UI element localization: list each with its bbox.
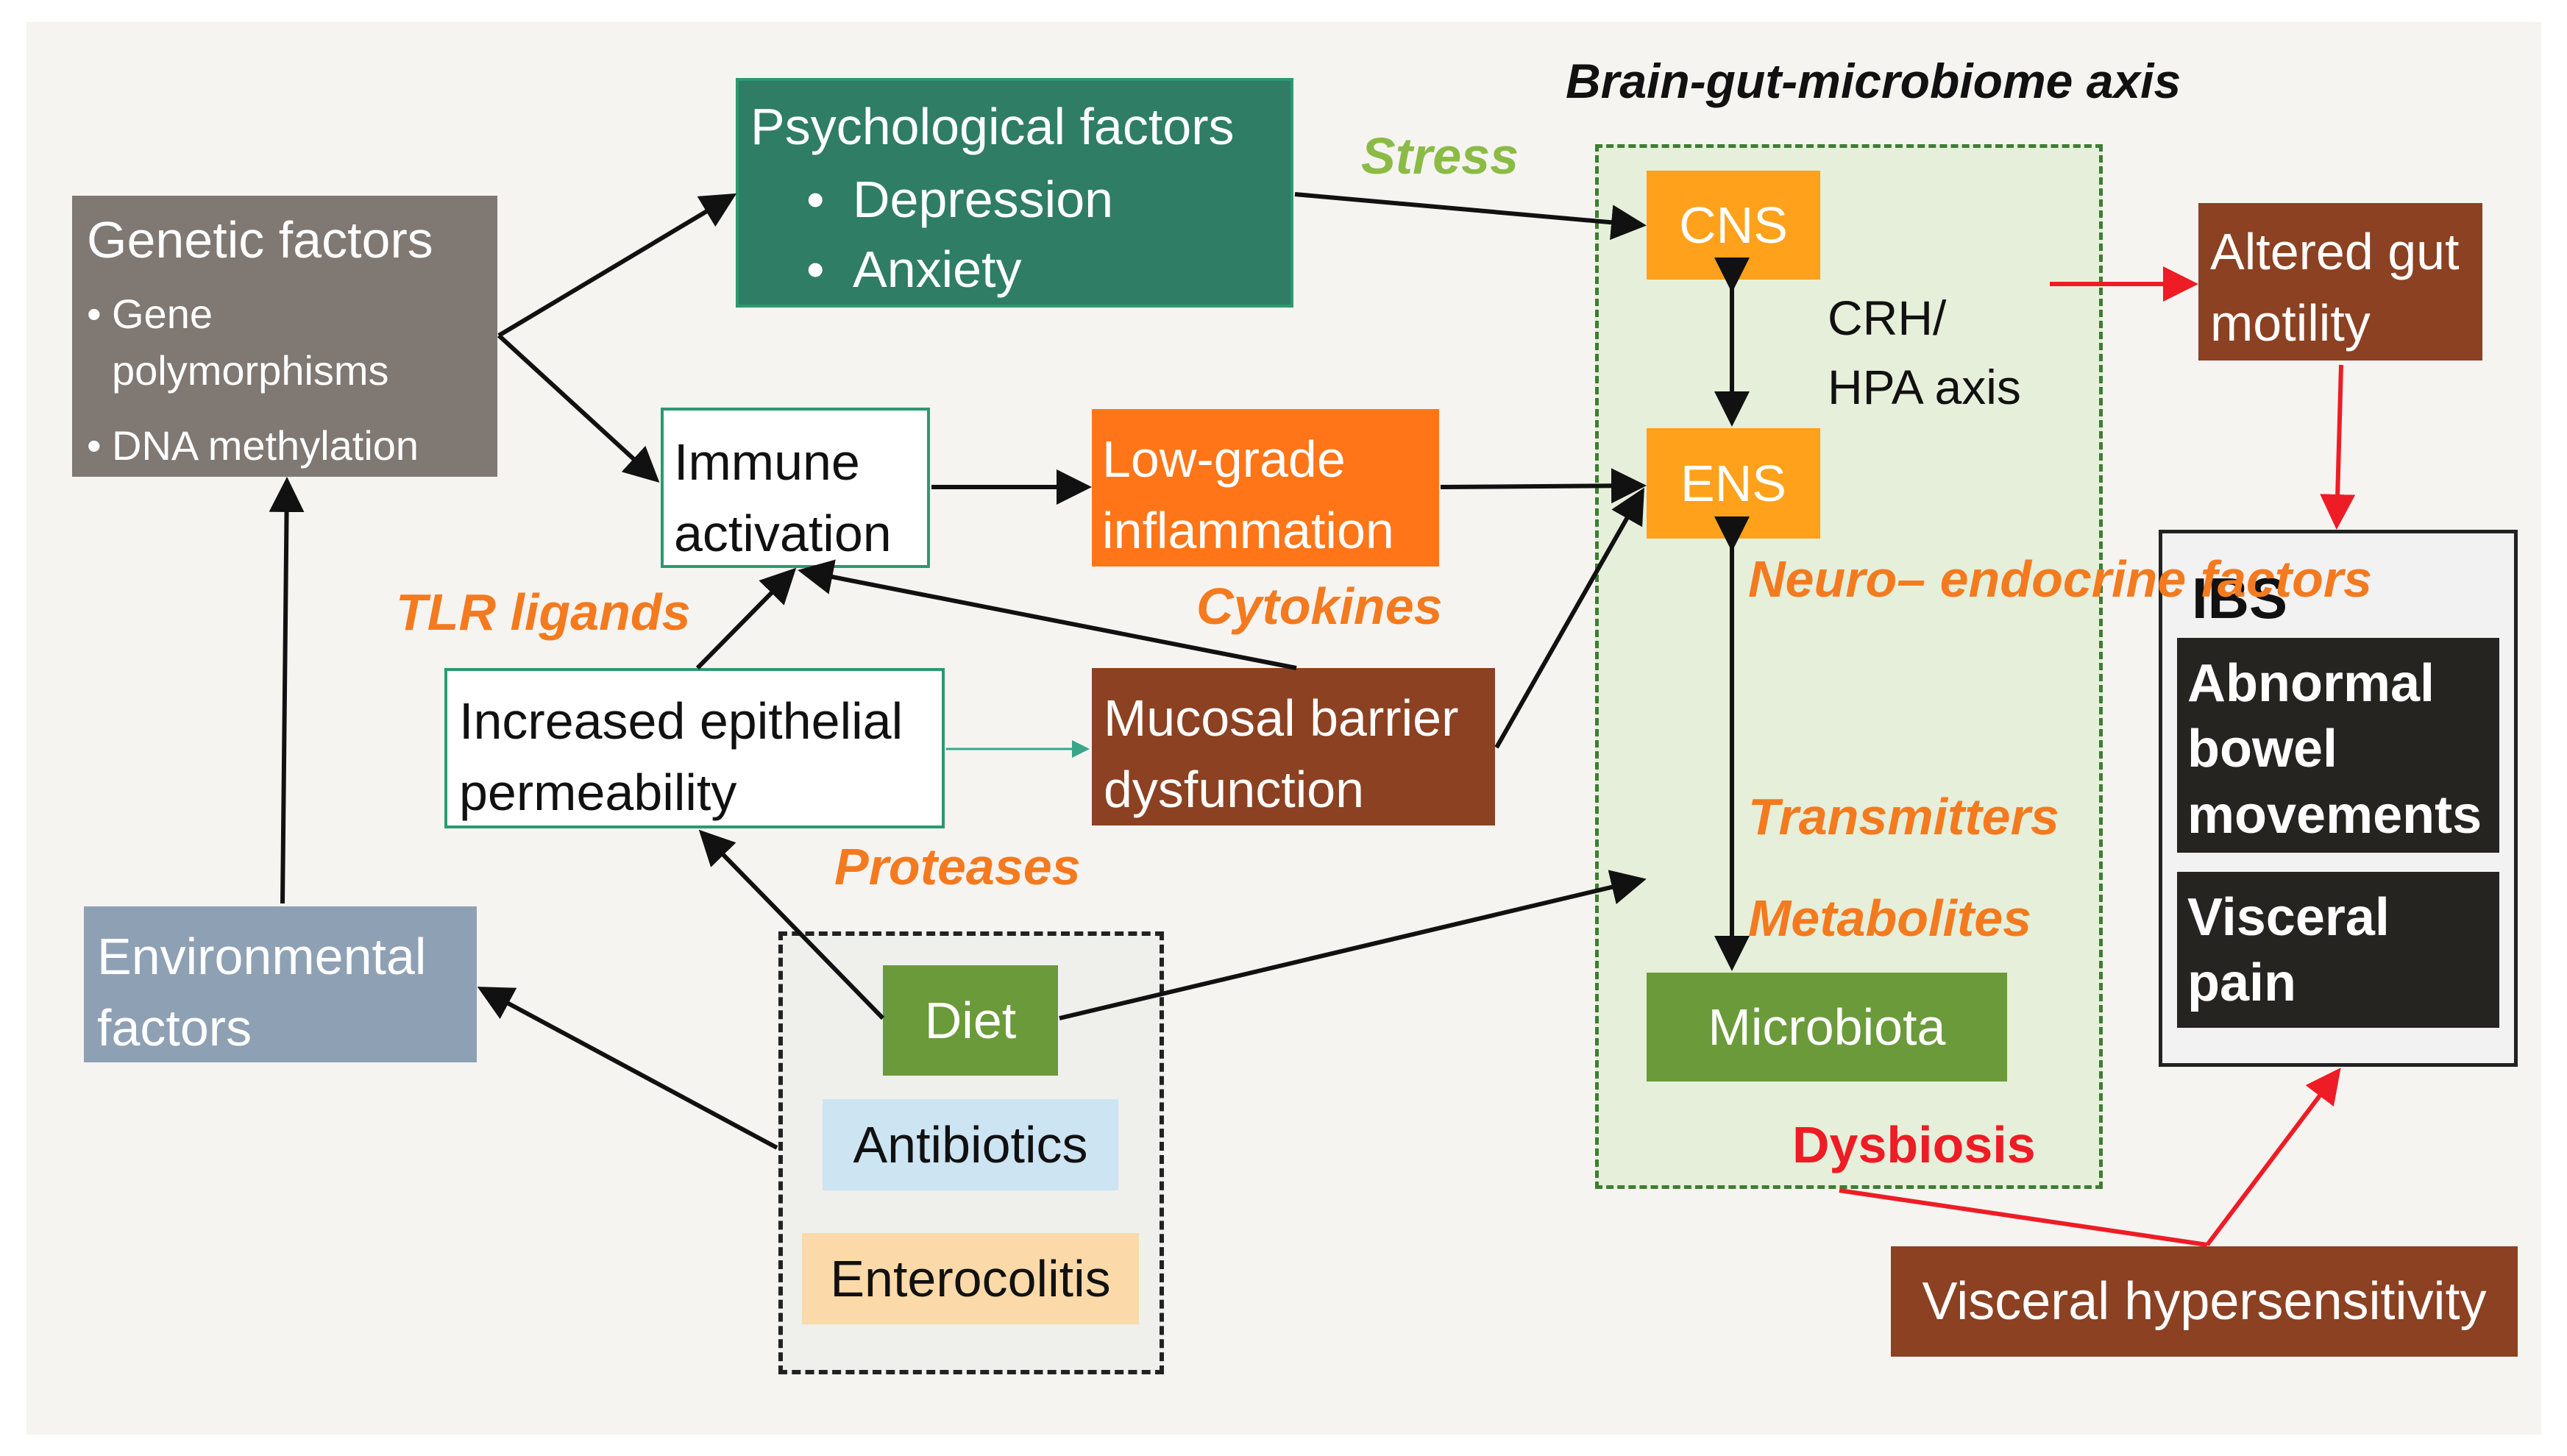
neuroendocrine-label: Neuro– endocrine factors [1748,546,2372,613]
microbiota-box: Microbiota [1647,973,2007,1082]
ibs-title: IBS [2192,566,2288,631]
ens-label: ENS [1680,455,1786,512]
visceral-pain-box: Visceral pain [2177,872,2499,1028]
axis-title: Brain-gut-microbiome axis [1566,54,2181,108]
crh-hpa-label: CRH/ HPA axis [1828,284,2021,422]
genetic-factors-box: Genetic factors •Gene polymorphisms •DNA… [72,196,497,477]
crh-line: CRH/ [1828,291,1947,345]
anxiety-item: Anxiety [806,235,1290,305]
tlr-ligands-label: TLR ligands [396,583,691,641]
enterocolitis-label: Enterocolitis [830,1250,1111,1307]
ens-box: ENS [1647,428,1820,539]
neuroendocrine-line-3: factors [2200,550,2373,608]
cns-label: CNS [1679,196,1788,254]
transmitters-label: Transmitters [1748,788,2059,845]
antibiotics-label: Antibiotics [853,1116,1088,1173]
environmental-factors-label: Environmental factors [97,928,427,1057]
dna-methylation-text: DNA methylation [112,422,419,469]
cytokines-label: Cytokines [1196,578,1443,635]
gene-polymorphisms-text: Gene [112,291,213,337]
psychological-factors-title: Psychological factors [750,98,1235,155]
enterocolitis-box: Enterocolitis [802,1233,1139,1324]
cns-box: CNS [1647,171,1820,280]
altered-gut-motility-label: Altered gut motility [2210,223,2460,352]
diet-label: Diet [924,992,1017,1049]
abnormal-bowel-label: Abnormal bowel movements [2187,654,2482,845]
visceral-pain-label: Visceral pain [2187,888,2390,1013]
metabolites-label: Metabolites [1748,889,2032,947]
mucosal-barrier-box: Mucosal barrier dysfunction [1092,668,1495,825]
abnormal-bowel-box: Abnormal bowel movements [2177,638,2499,853]
depression-item: Depression [806,165,1290,235]
microbiota-label: Microbiota [1708,998,1946,1056]
visceral-hypersensitivity-box: Visceral hypersensitivity [1891,1246,2518,1357]
stress-label: Stress [1361,127,1519,185]
psychological-factors-box: Psychological factors Depression Anxiety [736,78,1293,308]
antibiotics-box: Antibiotics [823,1099,1118,1190]
genetic-factors-item: •Gene polymorphisms •DNA methylation [87,291,419,469]
dysbiosis-label: Dysbiosis [1792,1116,2036,1173]
epithelial-permeability-label: Increased epithelial permeability [459,692,903,821]
immune-activation-label: Immune activation [674,433,892,562]
low-grade-inflammation-box: Low-grade inflammation [1092,409,1439,567]
visceral-hypersensitivity-label: Visceral hypersensitivity [1922,1271,2487,1331]
hpa-line: HPA axis [1828,359,2021,414]
ibs-box: IBS Abnormal bowel movements Visceral pa… [2159,530,2518,1067]
diet-box: Diet [883,965,1058,1076]
genetic-factors-title: Genetic factors [87,211,433,269]
neuroendocrine-line-1: Neuro– [1748,550,1926,608]
low-grade-inflammation-label: Low-grade inflammation [1102,430,1394,559]
epithelial-permeability-box: Increased epithelial permeability [444,668,945,828]
altered-gut-motility-box: Altered gut motility [2198,203,2482,361]
mucosal-barrier-label: Mucosal barrier dysfunction [1104,689,1459,818]
environmental-factors-box: Environmental factors [84,906,477,1062]
immune-activation-box: Immune activation [661,408,930,568]
proteases-label: Proteases [834,838,1081,895]
neuroendocrine-line-2: endocrine [1939,550,2187,608]
